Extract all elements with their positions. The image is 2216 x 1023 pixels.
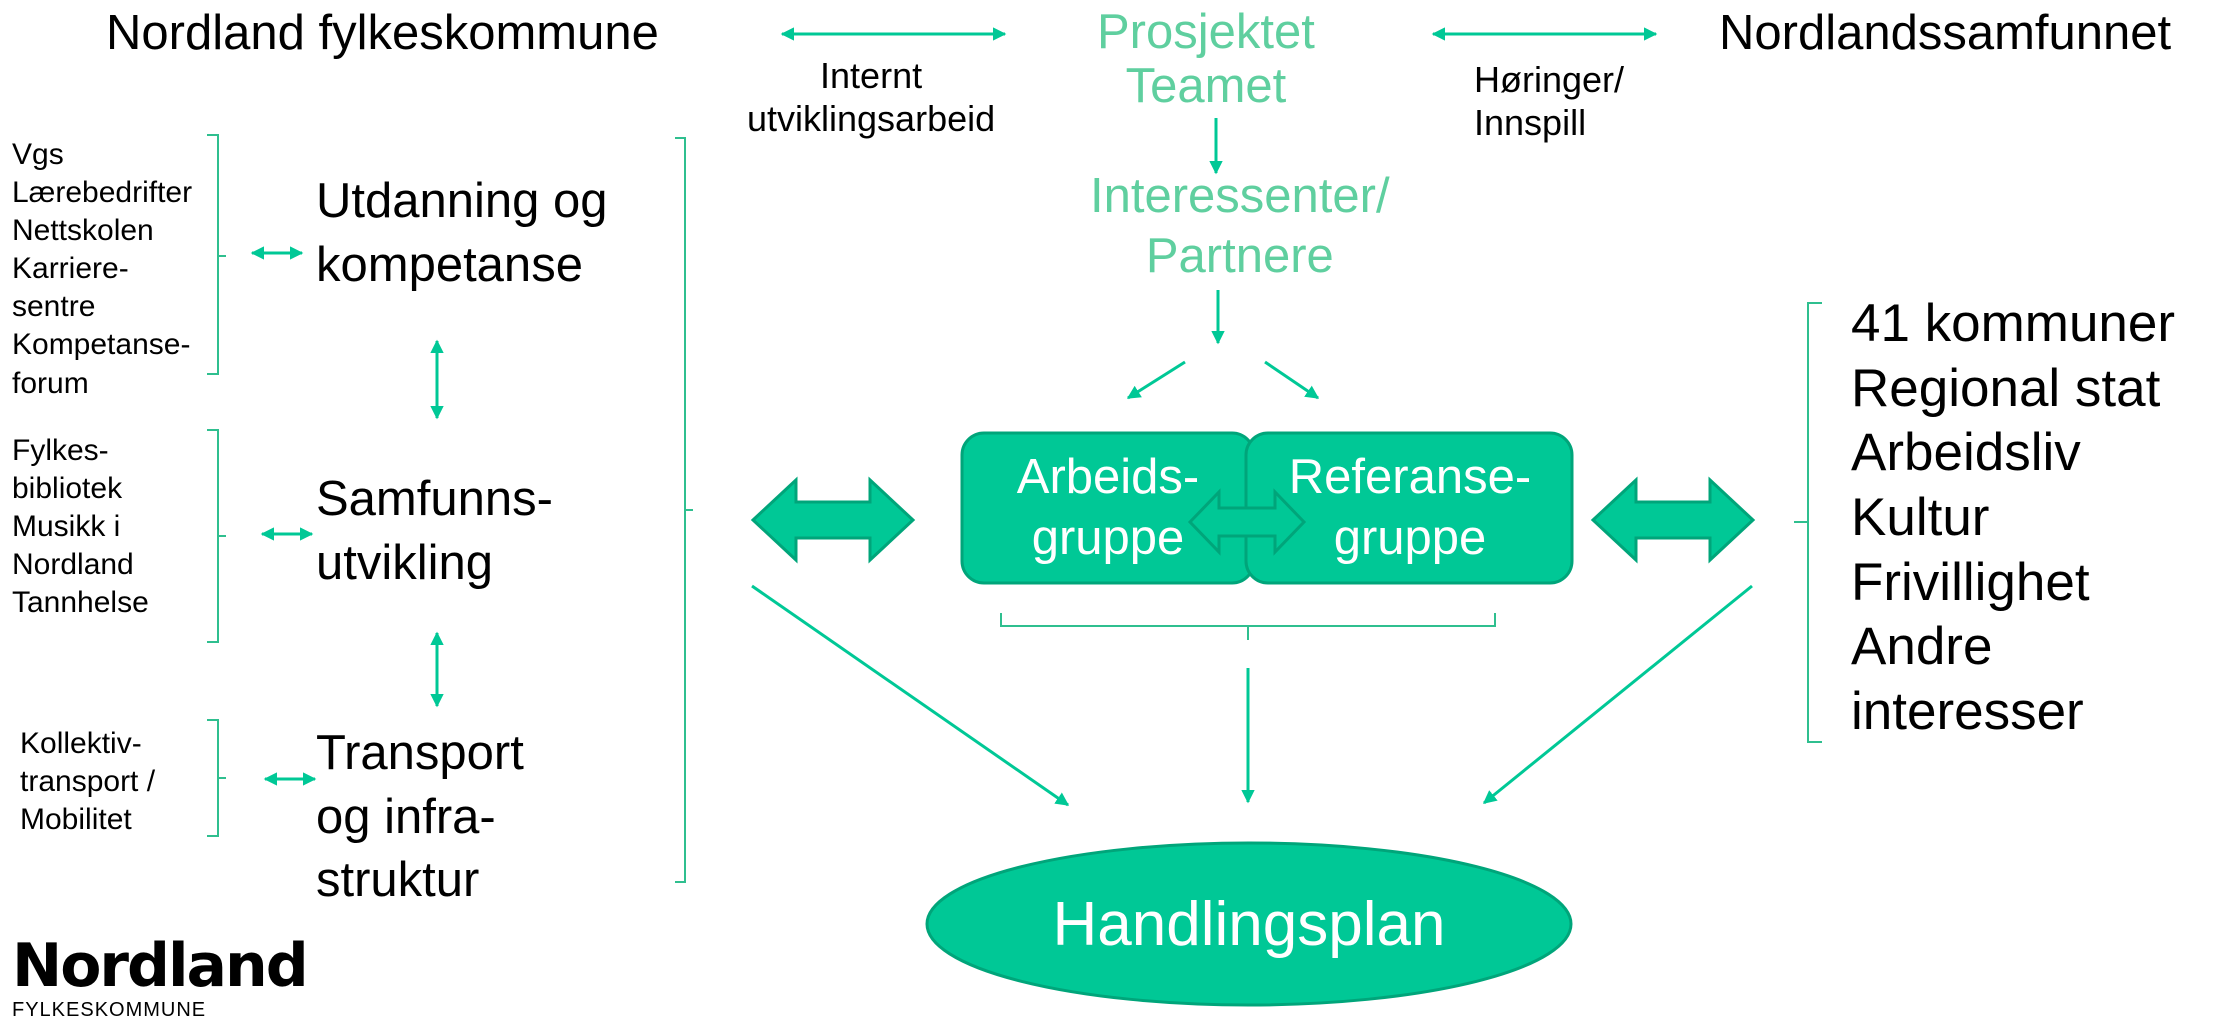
stakeholders-label: Interessenter/ Partnere <box>1090 166 1390 287</box>
stakeholders-line-1: Interessenter/ <box>1090 169 1390 223</box>
area-title-line: utvikling <box>316 535 494 590</box>
workgroup-label: Arbeids- gruppe <box>963 447 1253 570</box>
bracket-society <box>1794 302 1822 743</box>
unit-item: Nordland <box>12 548 134 582</box>
refgroup-line-2: gruppe <box>1333 511 1487 566</box>
area-education-title: Utdanning og kompetanse <box>316 170 608 297</box>
arrow-left-to-plan <box>751 584 1070 807</box>
unit-item: bibliotek <box>12 472 123 506</box>
area-transport-title: Transport og infra- struktur <box>316 722 524 913</box>
workgroup-line-2: gruppe <box>1031 511 1185 566</box>
society-item: Arbeidsliv <box>1851 423 2081 483</box>
unit-item: Vgs <box>12 138 64 171</box>
arrow-to-refgroup <box>1264 360 1320 400</box>
left-org-title: Nordland fylkeskommune <box>106 6 659 60</box>
logo-name: Nordland <box>12 931 309 1001</box>
society-item: Regional stat <box>1851 358 2161 418</box>
groups-link-arrow <box>1187 488 1307 556</box>
arrow-right-to-plan <box>1482 584 1753 805</box>
stakeholders-line-2: Partnere <box>1145 229 1334 284</box>
area-society-title: Samfunns- utvikling <box>316 468 553 595</box>
unit-item: Mobilitet <box>20 803 132 837</box>
bracket-groups <box>1000 613 1496 640</box>
area-title-line: og infra- <box>316 789 496 844</box>
society-item: Andre <box>1851 617 1993 677</box>
internal-dev-line-2: utviklingsarbeid <box>747 98 996 140</box>
unit-item: Nettskolen <box>12 214 154 248</box>
right-org-title: Nordlandssamfunnet <box>1719 6 2172 60</box>
hearing-label: Høringer/ Innspill <box>1474 58 1624 144</box>
area-title-line: kompetanse <box>316 237 583 292</box>
project-team-line-1: Prosjektet <box>1097 5 1315 59</box>
internal-dev-line-1: Internt <box>820 55 923 96</box>
unit-item: sentre <box>12 290 96 324</box>
area-title-line: Transport <box>316 726 524 780</box>
society-item: 41 kommuner <box>1851 294 2176 353</box>
unit-item: Fylkes- <box>12 434 109 467</box>
unit-item: Kollektiv- <box>20 727 142 760</box>
units-society: Fylkes- bibliotek Musikk i Nordland Tann… <box>12 432 149 622</box>
unit-item: Karriere- <box>12 252 129 286</box>
action-plan-ellipse <box>925 841 1573 1007</box>
big-arrow-left <box>750 476 916 564</box>
society-item: interesser <box>1851 681 2084 741</box>
unit-item: Tannhelse <box>12 586 149 620</box>
internal-dev-label: Internt utviklingsarbeid <box>747 54 995 140</box>
big-arrow-right <box>1590 476 1756 564</box>
unit-item: forum <box>12 366 89 400</box>
society-item: Frivillighet <box>1851 552 2090 612</box>
project-team-line-2: Teamet <box>1125 58 1287 113</box>
refgroup-label: Referanse- gruppe <box>1260 447 1560 570</box>
bracket-areas <box>675 137 693 883</box>
hearing-line-1: Høringer/ <box>1474 59 1625 100</box>
unit-item: Kompetanse- <box>12 328 191 362</box>
unit-item: Lærebedrifter <box>12 176 193 210</box>
refgroup-line-1: Referanse- <box>1288 450 1532 504</box>
logo-subtitle: FYLKESKOMMUNE <box>12 999 207 1021</box>
area-title-line: Samfunns- <box>316 472 553 526</box>
society-item: Kultur <box>1851 487 1990 547</box>
unit-item: Musikk i <box>12 510 121 544</box>
hearing-line-2: Innspill <box>1474 102 1587 144</box>
action-plan-label: Handlingsplan <box>1052 890 1446 959</box>
workgroup-line-1: Arbeids- <box>1016 450 1200 504</box>
bracket-units-education <box>207 134 226 375</box>
bracket-units-society <box>207 429 226 643</box>
unit-item: transport / <box>20 765 156 799</box>
project-team-label: Prosjektet Teamet <box>1097 5 1315 114</box>
units-transport: Kollektiv- transport / Mobilitet <box>20 725 155 839</box>
arrow-to-workgroup <box>1126 360 1186 400</box>
units-education: Vgs Lærebedrifter Nettskolen Karriere- s… <box>12 136 192 403</box>
bracket-units-transport <box>207 719 226 837</box>
society-list: 41 kommuner Regional stat Arbeidsliv Kul… <box>1851 292 2175 745</box>
area-title-line: struktur <box>316 853 480 908</box>
area-title-line: Utdanning og <box>316 174 608 228</box>
